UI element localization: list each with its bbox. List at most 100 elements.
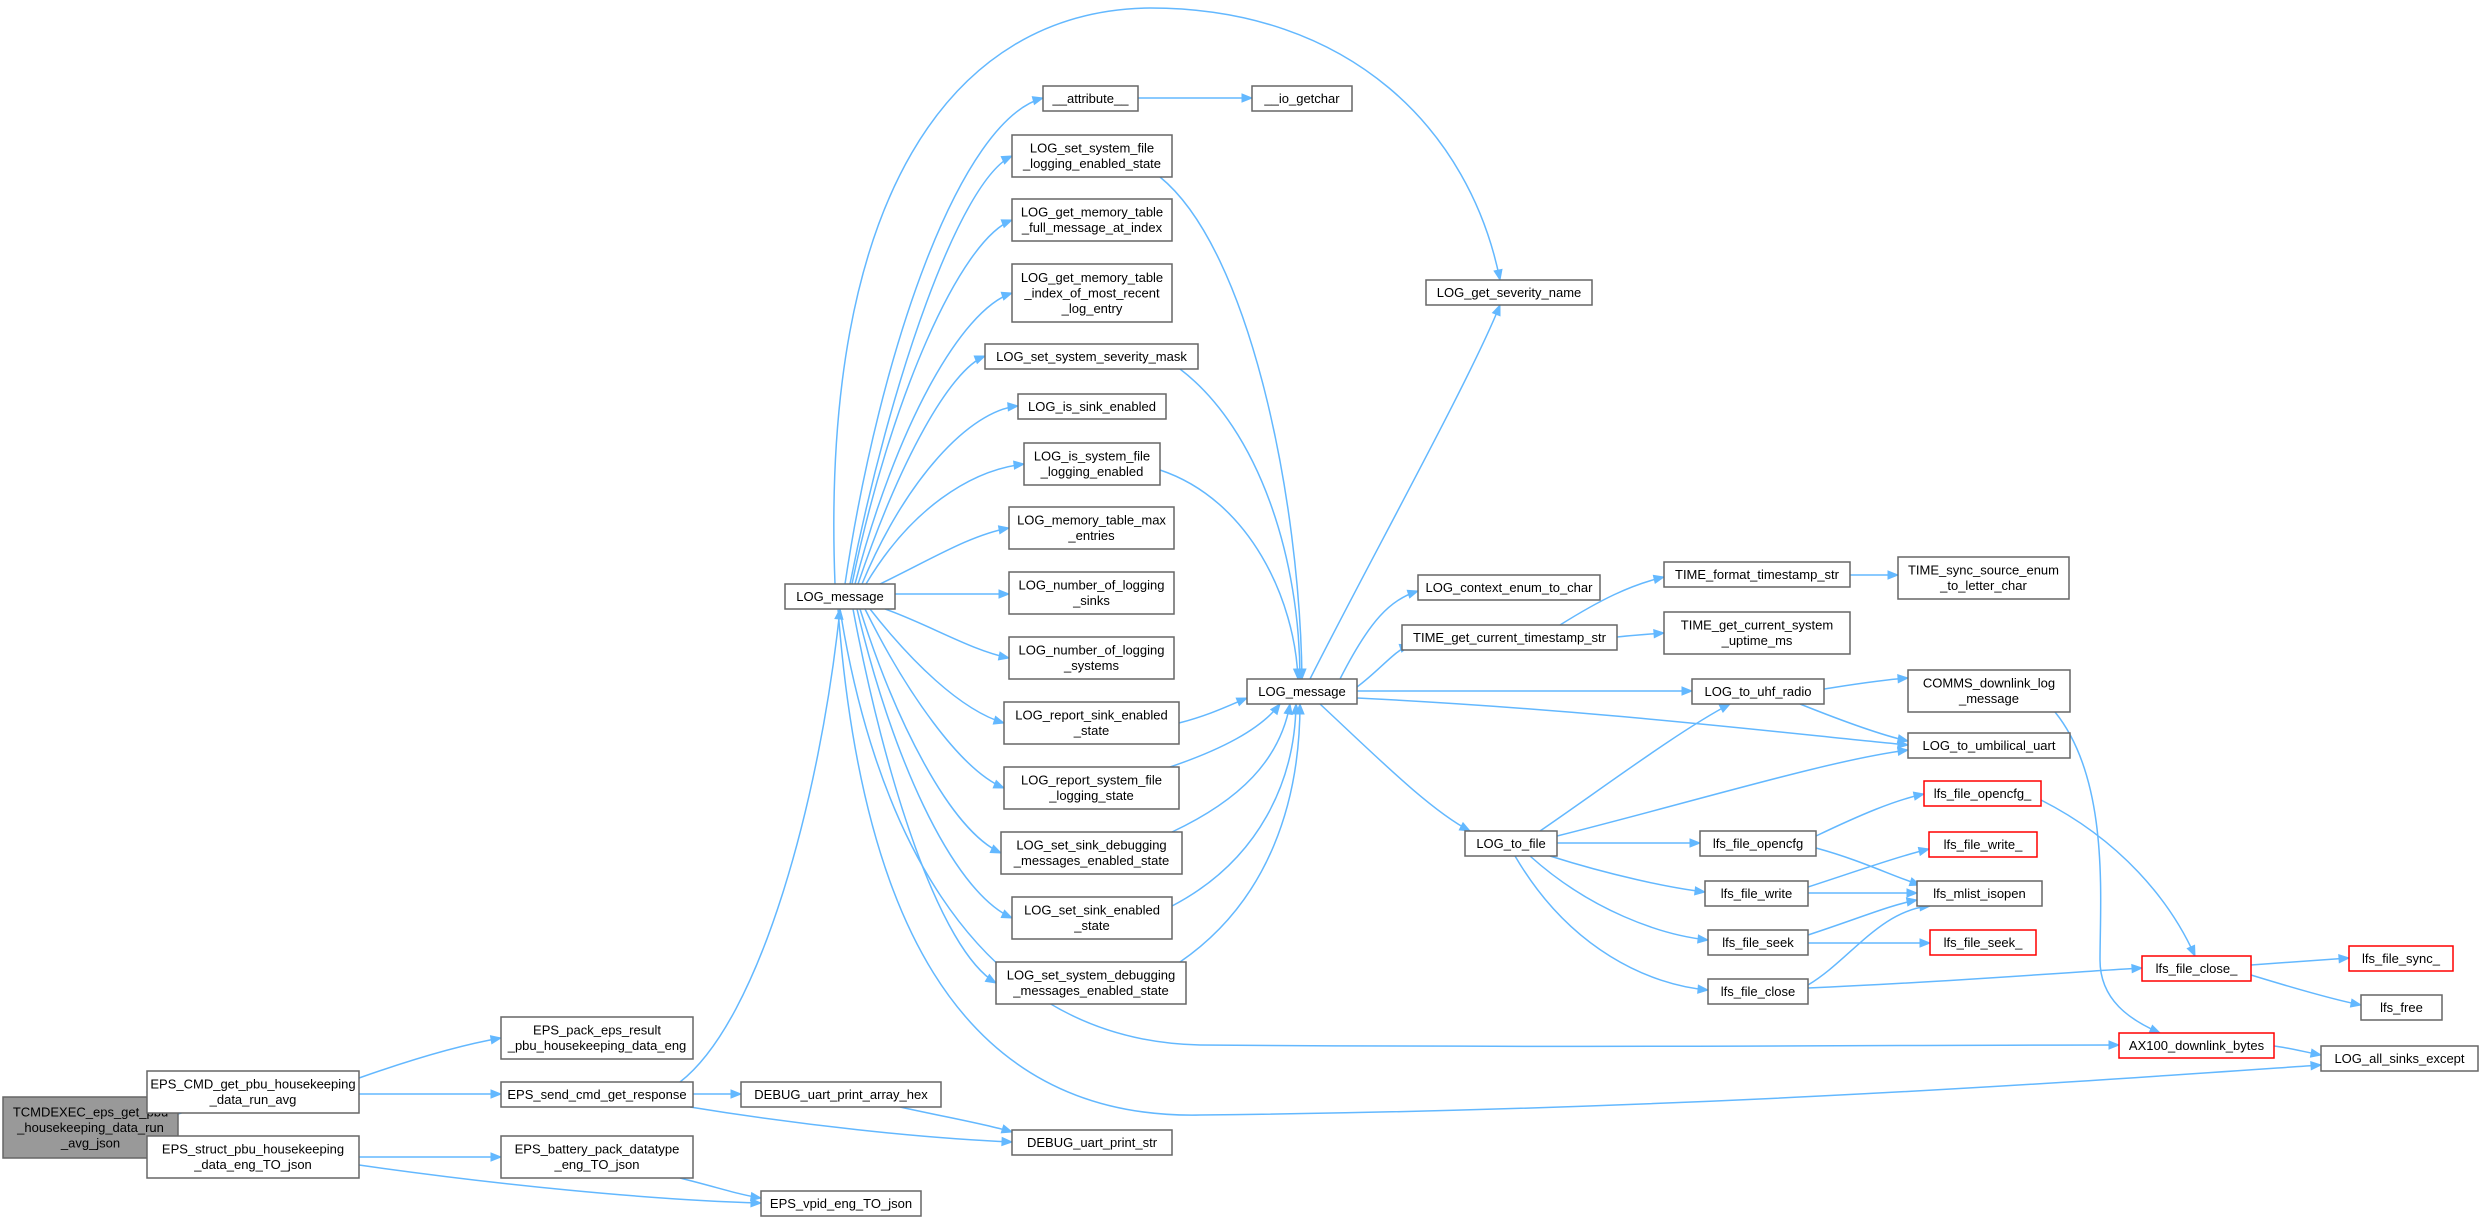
arrowhead	[1031, 96, 1045, 106]
node-get-mem-idx[interactable]: LOG_get_memory_table_index_of_most_recen…	[1011, 263, 1173, 323]
node-label: __attribute__	[1052, 91, 1130, 106]
node-opencfg[interactable]: lfs_file_opencfg	[1699, 830, 1817, 857]
arrowhead	[490, 1152, 503, 1162]
edge-uhf-to-umb	[1799, 703, 1910, 744]
arrowhead	[992, 779, 1006, 789]
edge-rep_sink-to-log_msg2	[1178, 697, 1249, 724]
node-io-getchar[interactable]: __io_getchar	[1251, 85, 1353, 112]
edge-comms-to-ax100	[2054, 711, 2162, 1034]
node-mem-max[interactable]: LOG_memory_table_max_entries	[1008, 506, 1175, 550]
node-time-fmt[interactable]: TIME_format_timestamp_str	[1663, 561, 1851, 588]
node-eps-pack[interactable]: EPS_pack_eps_result_pbu_housekeeping_dat…	[500, 1016, 694, 1060]
node-box	[2360, 994, 2443, 1021]
edge-log_msg1-to-attr	[844, 96, 1045, 585]
node-ax100[interactable]: AX100_downlink_bytes	[2118, 1032, 2275, 1059]
node-label: LOG_set_system_file	[1030, 141, 1154, 156]
edge-eps_send-to-log_msg1	[679, 607, 844, 1083]
node-dbg-hex[interactable]: DEBUG_uart_print_array_hex	[740, 1081, 942, 1108]
node-tcm[interactable]: TCMDEXEC_eps_get_pbu_housekeeping_data_r…	[2, 1096, 179, 1159]
node-set-sys-file[interactable]: LOG_set_system_file_logging_enabled_stat…	[1011, 134, 1173, 178]
node-box	[146, 1135, 360, 1179]
node-box	[1008, 506, 1175, 550]
node-write-[interactable]: lfs_file_write_	[1928, 831, 2038, 858]
arrowhead	[1905, 897, 1919, 907]
node-umb[interactable]: LOG_to_umbilical_uart	[1907, 732, 2071, 759]
node-label: LOG_to_umbilical_uart	[1923, 738, 2056, 753]
node-rep-sys-file[interactable]: LOG_report_system_file_logging_state	[1003, 766, 1180, 810]
node-eps-cmd[interactable]: EPS_CMD_get_pbu_housekeeping_data_run_av…	[146, 1070, 360, 1114]
node-eps-batt[interactable]: EPS_battery_pack_datatype_eng_TO_json	[500, 1135, 694, 1179]
node-box	[2118, 1032, 2275, 1059]
node-label: LOG_report_sink_enabled	[1015, 708, 1168, 723]
node-free[interactable]: lfs_free	[2360, 994, 2443, 1021]
node-all-sinks[interactable]: LOG_all_sinks_except	[2320, 1045, 2479, 1072]
edge-set_sev_mask-to-log_msg2	[1179, 368, 1305, 681]
node-uhf[interactable]: LOG_to_uhf_radio	[1691, 678, 1825, 705]
edge-eps_cmd-to-eps_pack	[358, 1035, 503, 1079]
arrowhead	[2310, 1060, 2323, 1071]
node-is-sys-file[interactable]: LOG_is_system_file_logging_enabled	[1023, 442, 1161, 486]
arrowhead	[1283, 702, 1293, 716]
node-log-msg2[interactable]: LOG_message	[1246, 678, 1358, 705]
node-box	[500, 1016, 694, 1060]
node-box	[1011, 896, 1173, 940]
node-box	[1017, 393, 1167, 420]
node-opencfg-[interactable]: lfs_file_opencfg_	[1923, 780, 2042, 807]
arrowhead	[1694, 886, 1707, 896]
node-label: AX100_downlink_bytes	[2129, 1038, 2265, 1053]
edge-dbg_hex-to-dbg_str	[899, 1106, 1014, 1134]
node-set-sink-en[interactable]: LOG_set_sink_enabled_state	[1011, 896, 1173, 940]
node-label: lfs_free	[2380, 1000, 2423, 1015]
node-eps-send[interactable]: EPS_send_cmd_get_response	[500, 1081, 694, 1108]
node-time-sync[interactable]: TIME_sync_source_enum_to_letter_char	[1897, 556, 2070, 600]
node-to-file[interactable]: LOG_to_file	[1464, 830, 1558, 857]
node-label: LOG_to_uhf_radio	[1705, 684, 1812, 699]
node-write[interactable]: lfs_file_write	[1704, 880, 1809, 907]
node-label: LOG_get_memory_table	[1021, 270, 1163, 285]
node-num-sys[interactable]: LOG_number_of_logging_systems	[1008, 636, 1175, 680]
arrowhead	[1491, 303, 1501, 317]
node-mlist[interactable]: lfs_mlist_isopen	[1916, 880, 2043, 907]
arrowhead	[1917, 846, 1931, 857]
edge-to_file-to-write	[1549, 855, 1707, 896]
node-is-sink[interactable]: LOG_is_sink_enabled	[1017, 393, 1167, 420]
node-label: LOG_to_file	[1476, 836, 1545, 851]
node-fclose[interactable]: lfs_file_close	[1707, 978, 1809, 1005]
node-box	[1251, 85, 1353, 112]
node-get-mem-full[interactable]: LOG_get_memory_table_full_message_at_ind…	[1011, 198, 1173, 242]
node-sync-[interactable]: lfs_file_sync_	[2348, 945, 2454, 972]
nodes: TCMDEXEC_eps_get_pbu_housekeeping_data_r…	[2, 85, 2479, 1217]
edge-to_file-to-opencfg	[1557, 838, 1702, 848]
node-log-msg1[interactable]: LOG_message	[784, 583, 896, 610]
node-seek-[interactable]: lfs_file_seek_	[1929, 929, 2037, 956]
node-label: _avg_json	[60, 1135, 120, 1150]
node-box	[1000, 831, 1183, 875]
node-label: LOG_all_sinks_except	[2334, 1051, 2464, 1066]
node-seek[interactable]: lfs_file_seek	[1707, 929, 1809, 956]
node-attr[interactable]: __attribute__	[1042, 85, 1139, 112]
node-dbg-str[interactable]: DEBUG_uart_print_str	[1011, 1129, 1173, 1156]
arrowhead	[730, 1089, 743, 1099]
node-set-sink-dbg[interactable]: LOG_set_sink_debugging_messages_enabled_…	[1000, 831, 1183, 875]
node-time-cur[interactable]: TIME_get_current_timestamp_str	[1401, 624, 1618, 651]
node-rep-sink[interactable]: LOG_report_sink_enabled_state	[1003, 701, 1180, 745]
node-time-up[interactable]: TIME_get_current_system_uptime_ms	[1663, 611, 1851, 655]
arrowhead	[489, 1035, 503, 1045]
node-box	[146, 1070, 360, 1114]
arrowhead	[2148, 1024, 2162, 1034]
edge-log_msg1-to-all_sinks	[837, 608, 2323, 1116]
edge-to_file-to-fclose	[1514, 855, 1710, 994]
node-get-sev[interactable]: LOG_get_severity_name	[1425, 279, 1593, 306]
node-set-sys-dbg[interactable]: LOG_set_system_debugging_messages_enable…	[995, 961, 1187, 1005]
node-eps-vpid[interactable]: EPS_vpid_eng_TO_json	[760, 1190, 922, 1217]
node-box	[1663, 561, 1851, 588]
edge-write-to-mlist	[1807, 888, 1919, 898]
node-eps-struct[interactable]: EPS_struct_pbu_housekeeping_data_eng_TO_…	[146, 1135, 360, 1179]
node-label: LOG_get_memory_table	[1021, 205, 1163, 220]
node-set-sev-mask[interactable]: LOG_set_system_severity_mask	[984, 343, 1199, 370]
node-fclose-[interactable]: lfs_file_close_	[2141, 955, 2252, 982]
node-num-sinks[interactable]: LOG_number_of_logging_sinks	[1008, 571, 1175, 615]
edges	[145, 7, 2363, 1208]
node-comms[interactable]: COMMS_downlink_log_message	[1907, 669, 2071, 713]
node-ctx-enum[interactable]: LOG_context_enum_to_char	[1417, 574, 1601, 601]
